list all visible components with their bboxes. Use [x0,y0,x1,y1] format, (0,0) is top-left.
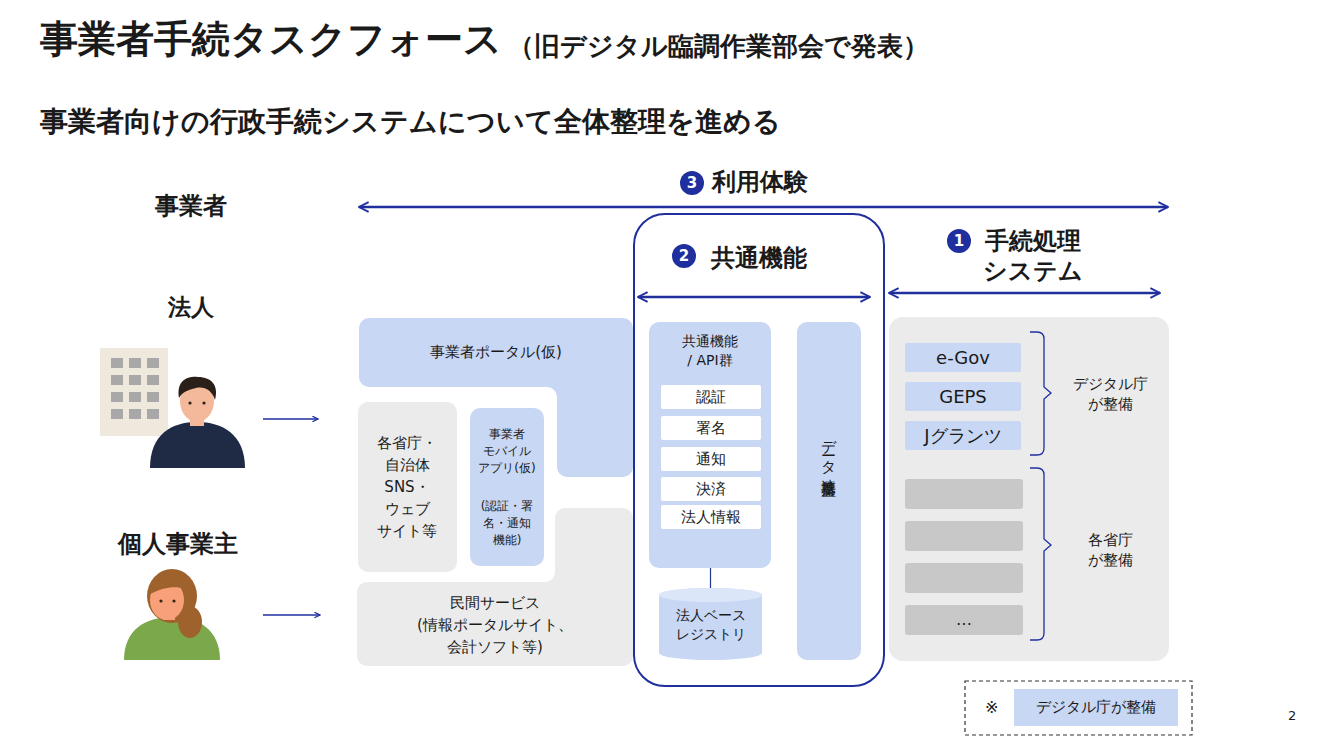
node-text: 法人情報 [661,507,761,527]
bracket [1030,332,1051,455]
ministry-system-box [905,563,1023,593]
subtitle-note: （旧デジタル臨調作業部会で発表） [508,30,929,63]
function-box: 署名 [661,416,761,440]
shape-path [659,588,762,660]
node-text: 手続処理 システム [981,226,1085,286]
node-text: 共通機能 / API群 [680,332,740,370]
common-function-group: 共通機能共通機能 / API群認証署名通知決済法人情報法人ベース レジストリ デー… [633,213,885,687]
section-label: 利用体験 [712,167,808,197]
man-icon [150,377,245,468]
woman-icon [124,569,220,660]
range-arrow [359,206,1168,209]
building-icon [100,348,168,436]
node-text: 署名 [661,418,761,438]
legend-text: デジタル庁が整備 [1014,697,1178,717]
actor-label: 法人 [168,293,214,322]
node-text: 法人ベース レジストリ [659,606,762,644]
node-text: 民間サービス [357,592,633,614]
page-number: 2 [1288,708,1296,724]
user-arrow [263,614,320,615]
node-text: 事業者ポータル(仮) [359,342,633,362]
node-text: (情報ポータルサイト、 会計ソフト等) [410,614,580,658]
node-text: 各省庁・ 自治体 SNS・ ウェブ サイト等 [374,432,440,542]
node-text: Jグランツ [905,424,1021,447]
actor-heading: 事業者 [155,191,227,221]
system-box: Jグランツ [905,421,1021,450]
connector-line [710,568,711,588]
legend-swatch: デジタル庁が整備 [1014,689,1178,726]
cylinder-top [659,588,762,602]
ministry-system-box [905,521,1023,551]
node-text: … [905,609,1023,631]
system-box: … [905,605,1023,635]
system-box: e-Gov [905,343,1021,372]
range-arrow [638,296,870,299]
node-text: GEPS [905,385,1021,408]
system-box: GEPS [905,382,1021,411]
node-text: (認証・署 名・通知 機能) [477,498,537,549]
bracket-note: 各省庁 が整備 [1068,530,1152,570]
page-title: 事業者手続タスクフォース [40,16,502,62]
node-text: 事業者 モバイル アプリ(仮) [475,426,539,477]
ministry-system-box [905,479,1023,509]
callout-number: 3 [680,171,704,195]
subheading: 事業者向けの行政手続システムについて全体整理を進める [40,104,781,139]
node-text: 決済 [661,479,761,499]
private-service-box: 民間サービス(情報ポータルサイト、 会計ソフト等) [357,508,633,666]
shape-path [357,508,633,666]
actor-label: 個人事業主 [118,529,238,559]
mobile-app-box: 事業者 モバイル アプリ(仮) (認証・署 名・通知 機能) [470,408,544,566]
callout-number: 2 [672,244,696,268]
node-text: 共通機能 [711,243,821,273]
range-arrow [889,292,1160,295]
function-box: 通知 [661,447,761,471]
channel-box: 各省庁・ 自治体 SNS・ ウェブ サイト等 [358,402,457,572]
procedure-system-panel: 手続処理 システムe-GovGEPSJグランツ… [889,317,1169,661]
api-group-box: 共通機能 / API群認証署名通知決済法人情報 [649,322,771,568]
node-text: e-Gov [905,346,1021,369]
node-text: 通知 [661,449,761,469]
registry-cylinder: 法人ベース レジストリ [659,588,762,660]
bracket-note: デジタル庁 が整備 [1068,374,1152,414]
user-arrow [263,418,318,419]
node-text: データ連携基盤 [819,430,839,471]
bracket [1030,468,1051,640]
function-box: 認証 [661,385,761,409]
shape-outline [659,588,762,660]
node-text: 認証 [661,387,761,407]
function-box: 決済 [661,477,761,501]
function-box: 法人情報 [661,505,761,529]
data-link-box: データ連携基盤 [797,322,861,660]
callout-number: 1 [947,229,971,253]
note-mark: ※ [985,698,998,718]
legend-frame [965,681,1192,735]
